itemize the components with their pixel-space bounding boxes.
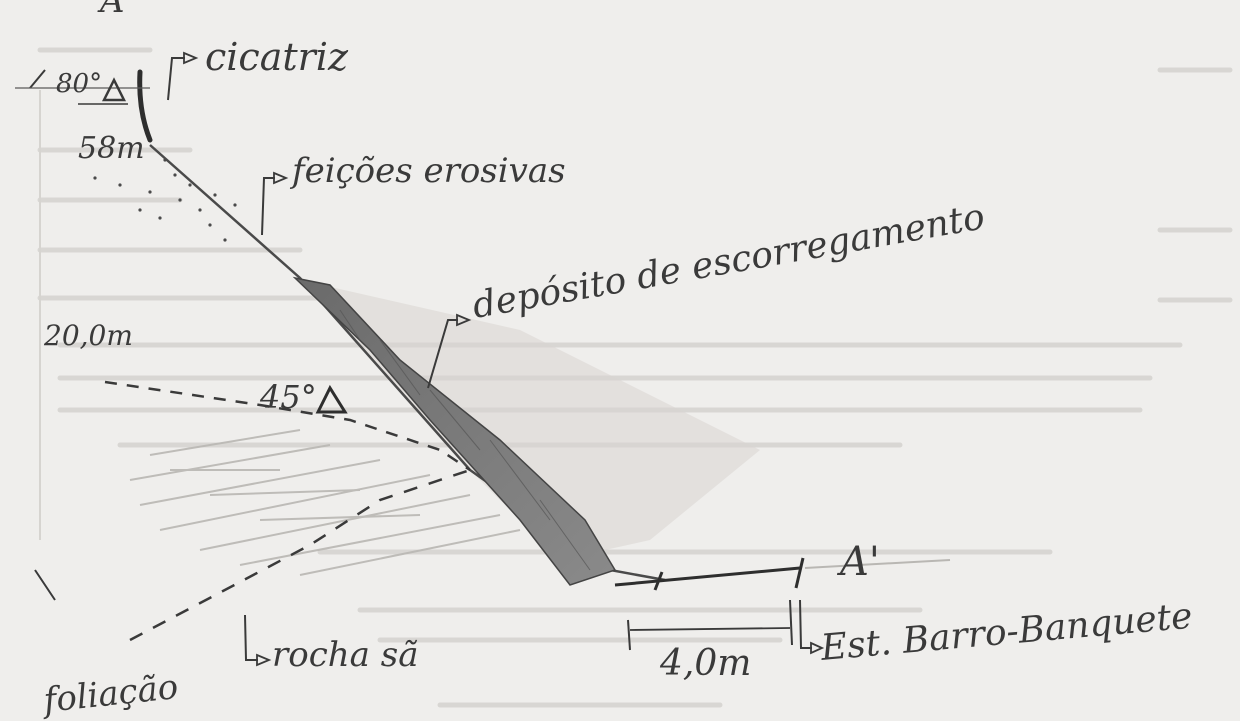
foliation-tick xyxy=(34,569,56,601)
label-top-angle: 80° xyxy=(56,69,102,99)
label-mid-height: 20,0m xyxy=(43,319,133,352)
label-width: 4,0m xyxy=(659,643,751,684)
rock-hatching xyxy=(129,429,521,576)
label-scar: cicatriz xyxy=(205,35,349,79)
erosive-arrow xyxy=(261,177,275,236)
deposit-arrow-head xyxy=(456,313,472,327)
width-dimension-left xyxy=(627,619,631,651)
deposit-texture xyxy=(339,309,591,571)
foliation-dashed-line xyxy=(129,468,471,642)
top-angle-triangle xyxy=(101,77,127,102)
road-tick-left xyxy=(653,571,664,591)
width-dimension-right xyxy=(789,599,793,646)
label-top-height: 58m xyxy=(78,131,145,166)
label-sound-rock: rocha sã xyxy=(272,635,418,675)
mid-angle-triangle xyxy=(315,384,348,414)
deposit-arrow xyxy=(427,319,458,389)
sound-rock-arrow xyxy=(244,614,258,661)
label-mid-angle: 45° xyxy=(259,378,317,416)
scar-mark xyxy=(137,69,153,143)
sound-rock-arrow-head xyxy=(256,653,272,667)
slope-shading xyxy=(300,280,760,560)
faded-background-lines xyxy=(37,47,1233,708)
top-tick xyxy=(29,69,46,89)
width-dimension-line xyxy=(629,627,791,631)
landslide-deposit xyxy=(292,276,617,586)
mid-dashed-line xyxy=(104,380,471,472)
road-line xyxy=(614,566,801,587)
erosive-arrow-head xyxy=(273,171,289,185)
road-tick-right xyxy=(794,557,805,589)
road-arrow xyxy=(799,599,812,649)
label-top-A: A xyxy=(97,0,125,21)
label-bottom-A-prime: A' xyxy=(836,539,880,585)
scar-arrow-head xyxy=(183,51,199,65)
label-erosive: feições erosivas xyxy=(289,151,566,191)
road-arrow-head xyxy=(810,641,825,655)
scar-arrow xyxy=(167,57,185,101)
road-faint-extension xyxy=(804,559,951,569)
erosive-dots xyxy=(93,158,237,242)
